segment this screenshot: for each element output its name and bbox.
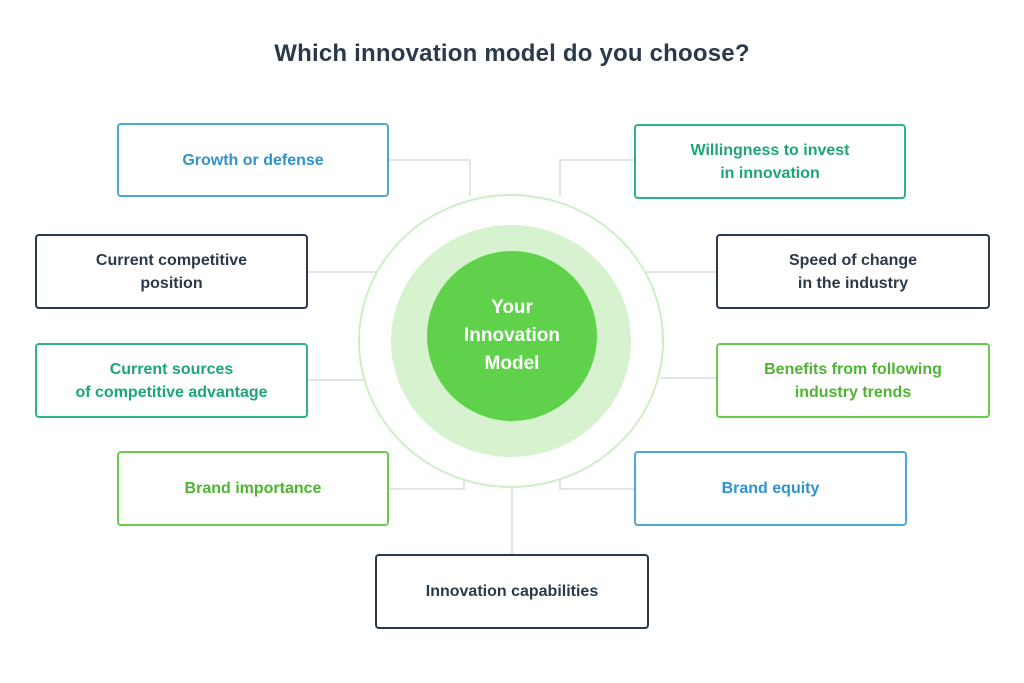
- factor-benefits-from-trends: Benefits from following industry trends: [716, 343, 990, 418]
- factor-brand-importance: Brand importance: [117, 451, 389, 526]
- page-title: Which innovation model do you choose?: [274, 40, 750, 67]
- connector-growth-or-defense: [389, 159, 471, 196]
- factor-innovation-capabilities: Innovation capabilities: [375, 554, 649, 629]
- factor-brand-equity: Brand equity: [634, 451, 907, 526]
- factor-willingness-to-invest: Willingness to invest in innovation: [634, 124, 906, 199]
- factor-speed-of-change: Speed of change in the industry: [716, 234, 990, 309]
- factor-current-sources: Current sources of competitive advantage: [35, 343, 308, 418]
- factor-current-competitive-position: Current competitive position: [35, 234, 308, 309]
- connector-willingness-to-invest: [559, 159, 634, 196]
- center-innovation-model: Your Innovation Model: [427, 251, 597, 421]
- factor-growth-or-defense: Growth or defense: [117, 123, 389, 197]
